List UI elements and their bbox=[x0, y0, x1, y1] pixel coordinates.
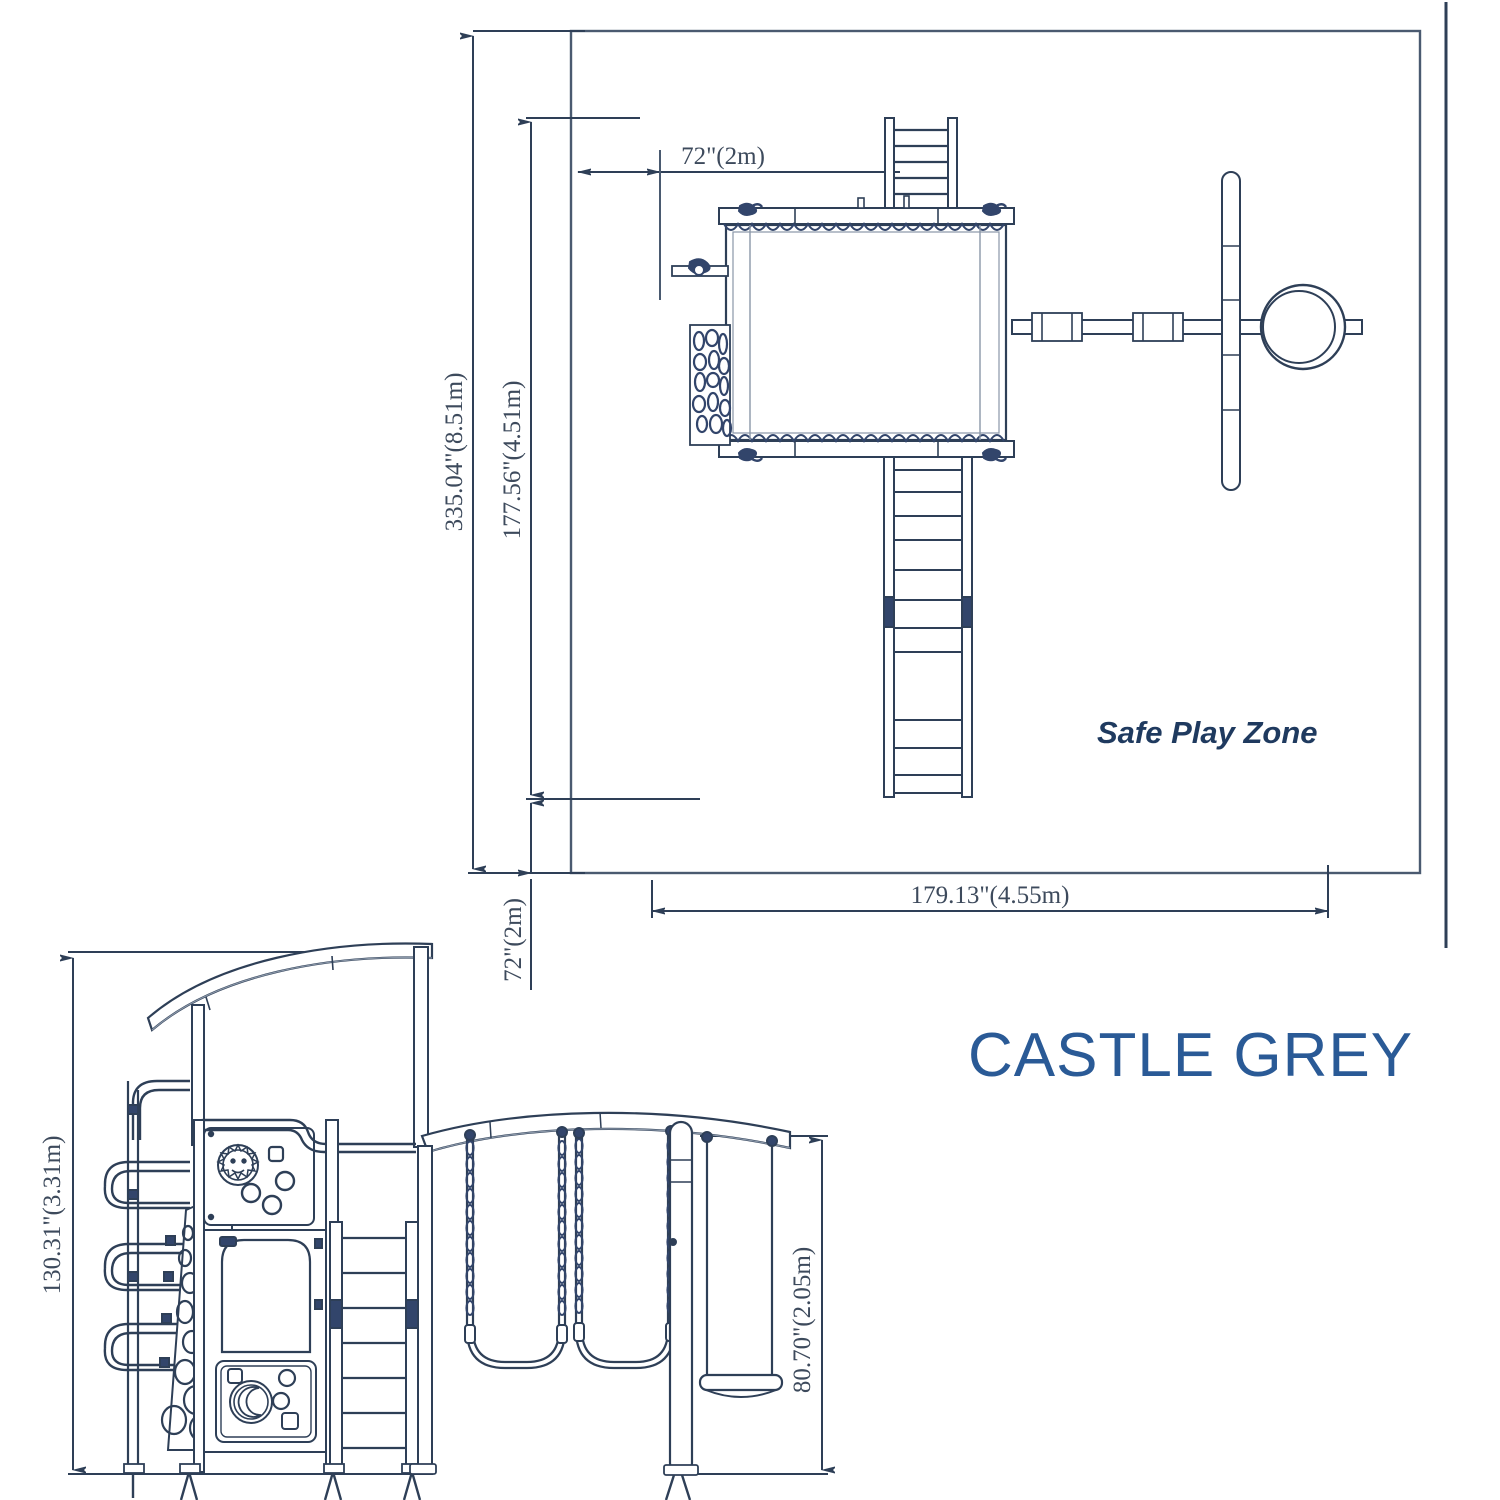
top-view-deck-inner bbox=[732, 231, 1000, 434]
top-view-belt-swing-1 bbox=[1031, 312, 1083, 342]
top-view-lower-ladder bbox=[883, 456, 973, 798]
safe-play-zone-label: Safe Play Zone bbox=[1097, 715, 1318, 750]
elevation-sun-panel bbox=[203, 1127, 315, 1226]
top-view-fort-deck bbox=[724, 223, 1008, 442]
sun-clock-icon bbox=[216, 1143, 260, 1186]
top-view-canopy-top bbox=[718, 195, 1015, 231]
elevation-playset bbox=[103, 942, 792, 1500]
page-title: CASTLE GREY bbox=[968, 1021, 1413, 1090]
elevation-post-center-left bbox=[193, 1119, 205, 1473]
elevation-ladder bbox=[329, 1221, 419, 1473]
elevation-monkey-bars bbox=[103, 1079, 190, 1472]
elevation-swing-center-post bbox=[663, 1120, 699, 1500]
elevation-ground-anchors bbox=[123, 1463, 425, 1500]
dim-overall-width-label: 179.13"(4.55m) bbox=[911, 882, 1070, 909]
elevation-canopy bbox=[146, 942, 434, 1032]
elevation-swing-right-leg bbox=[409, 1145, 437, 1475]
elevation-clubhouse-door bbox=[203, 1229, 327, 1453]
top-view-canopy-bottom bbox=[718, 434, 1015, 462]
elevation-swing-set bbox=[409, 1111, 792, 1500]
elevation-belt-swing-2 bbox=[573, 1125, 677, 1370]
top-view-side-handle bbox=[671, 258, 729, 277]
top-view-belt-swing-2 bbox=[1132, 312, 1184, 342]
moon-crescent-icon bbox=[229, 1380, 273, 1424]
dim-overall-height-label: 335.04"(8.51m) bbox=[441, 373, 468, 532]
top-view-tire-swing bbox=[1259, 283, 1347, 371]
elevation-glider-swing bbox=[698, 1131, 784, 1398]
elevation-belt-swing-1 bbox=[464, 1126, 568, 1370]
top-view-playset bbox=[671, 117, 1363, 798]
dim-clearance-top-label: 72"(2m) bbox=[681, 143, 765, 170]
top-view-upper-ladder bbox=[884, 117, 958, 219]
safe-play-zone-box bbox=[569, 29, 1422, 875]
top-view-swing-beam bbox=[1011, 171, 1363, 491]
dim-swing-height-label: 80.70"(2.05m) bbox=[789, 1247, 816, 1393]
dim-clearance-bottom-label: 72"(2m) bbox=[500, 898, 527, 982]
elevation-canopy-post-right bbox=[413, 946, 429, 1148]
dim-tower-height-label: 130.31"(3.31m) bbox=[39, 1136, 66, 1295]
dim-structure-height-label: 177.56"(4.51m) bbox=[499, 381, 526, 540]
top-view-rock-wall bbox=[689, 324, 733, 446]
